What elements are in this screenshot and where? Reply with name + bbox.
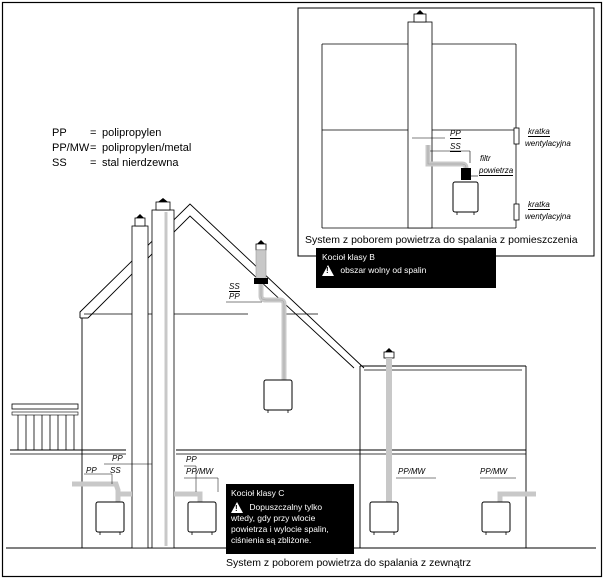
inset-label-powietrza: powietrza bbox=[479, 166, 514, 176]
main-warning-box: Kocioł klasy C Dopuszczalny tylko wtedy,… bbox=[226, 484, 354, 554]
legend-row: PP = polipropylen bbox=[52, 126, 191, 141]
attic-boiler bbox=[263, 379, 293, 411]
inset-label-ss: SS bbox=[450, 142, 461, 152]
legend: PP = polipropylen PP/MW = polipropylen/m… bbox=[52, 126, 191, 171]
inset-label-went-top: wentylacyjna bbox=[525, 139, 571, 148]
house-drawing bbox=[6, 198, 596, 549]
legend-row: SS = stal nierdzewna bbox=[52, 156, 191, 171]
label-ppmw-b: PP/MW bbox=[398, 467, 426, 476]
legend-eq: = bbox=[90, 142, 97, 154]
left-boiler bbox=[95, 501, 125, 533]
center-right-boiler bbox=[369, 501, 399, 533]
legend-abbr: PP/MW bbox=[52, 142, 90, 154]
inset-boiler bbox=[452, 181, 479, 213]
main-warning-line1: Dopuszczalny tylko bbox=[249, 502, 323, 512]
inset-panel bbox=[297, 7, 595, 257]
label-ss-a: SS bbox=[110, 466, 121, 475]
legend-abbr: PP bbox=[52, 127, 67, 139]
label-pp-a: PP bbox=[112, 454, 123, 463]
warning-icon bbox=[231, 502, 243, 514]
legend-eq: = bbox=[90, 157, 97, 169]
right-boiler bbox=[481, 501, 511, 533]
warning-icon bbox=[322, 265, 334, 277]
inset-warning-title: Kocioł klasy B bbox=[322, 252, 375, 262]
label-pp-c: PP bbox=[186, 455, 197, 464]
label-ppmw-c: PP/MW bbox=[480, 467, 508, 476]
center-left-boiler bbox=[187, 501, 217, 533]
inset-caption: System z poborem powietrza do spalania z… bbox=[305, 234, 578, 246]
main-warning-line4: ciśnienia są zbliżone. bbox=[231, 535, 312, 546]
roof-label-pp: PP bbox=[229, 292, 240, 301]
legend-desc: polipropylen bbox=[102, 127, 162, 139]
inset-label-kratka-top: kratka bbox=[528, 127, 550, 137]
main-warning-line2: wtedy, gdy przy wlocie bbox=[231, 513, 316, 524]
label-pp-b: PP bbox=[86, 466, 97, 475]
legend-eq: = bbox=[90, 127, 97, 139]
inset-label-pp: PP bbox=[450, 129, 461, 139]
inset-label-filtr: filtr bbox=[480, 154, 491, 163]
inset-label-kratka-bottom: kratka bbox=[528, 200, 550, 210]
legend-abbr: SS bbox=[52, 157, 67, 169]
label-ppmw-a: PP/MW bbox=[186, 467, 214, 476]
legend-desc: stal nierdzewna bbox=[102, 157, 179, 169]
inset-warning-text: obszar wolny od spalin bbox=[340, 265, 427, 275]
main-warning-title: Kocioł klasy C bbox=[231, 488, 285, 498]
legend-row: PP/MW = polipropylen/metal bbox=[52, 141, 191, 156]
main-warning-line3: powietrza i wylocie spalin, bbox=[231, 524, 329, 535]
roof-label-ss: SS bbox=[229, 282, 240, 292]
legend-desc: polipropylen/metal bbox=[102, 142, 192, 154]
inset-warning-box: Kocioł klasy B obszar wolny od spalin bbox=[316, 248, 496, 288]
main-caption: System z poborem powietrza do spalania z… bbox=[226, 557, 472, 569]
inset-label-went-bottom: wentylacyjna bbox=[525, 212, 571, 221]
